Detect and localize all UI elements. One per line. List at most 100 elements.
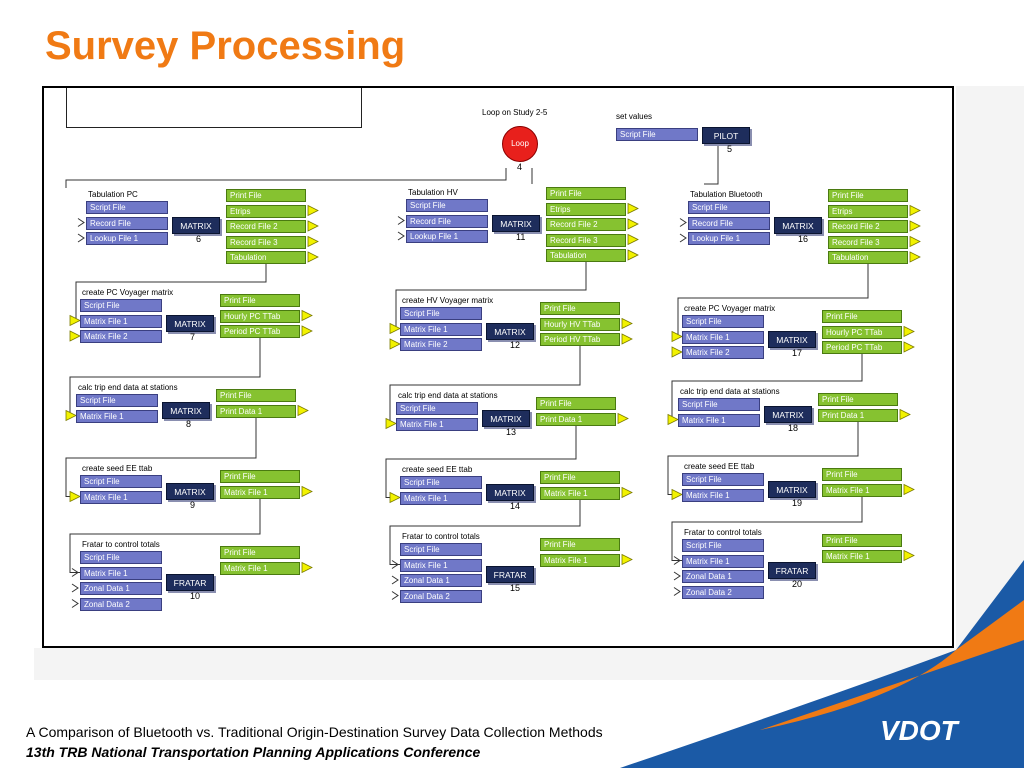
- step-input: Record File: [406, 214, 488, 228]
- step-caption: create seed EE ttab: [402, 465, 473, 474]
- step-caption: create seed EE ttab: [684, 462, 755, 471]
- step-input: Zonal Data 1: [80, 582, 162, 595]
- step-output: Print File: [822, 310, 902, 323]
- step-number: 7: [190, 331, 196, 342]
- step-output: Print File: [226, 189, 306, 202]
- output-connector: [301, 561, 313, 574]
- step-output: Print File: [822, 534, 902, 547]
- output-connector: [903, 549, 915, 562]
- step-caption: Tabulation Bluetooth: [690, 190, 763, 199]
- step-output: Record File 2: [226, 220, 306, 233]
- output-connector: [301, 309, 313, 322]
- step-input: Script File: [682, 315, 764, 328]
- step-output: Etrips: [828, 204, 908, 218]
- step-output: Record File 3: [546, 233, 626, 247]
- input-connector: [673, 571, 681, 581]
- step-input: Zonal Data 2: [400, 589, 482, 603]
- step-caption: Tabulation HV: [408, 188, 458, 197]
- step-output: Hourly PC TTab: [220, 309, 300, 323]
- step-output: Print File: [818, 393, 898, 406]
- step-input: Script File: [76, 394, 158, 407]
- output-connector: [307, 204, 319, 217]
- step-output: Hourly HV TTab: [540, 317, 620, 331]
- step-input: Script File: [396, 402, 478, 415]
- footer-subtitle: A Comparison of Bluetooth vs. Traditiona…: [26, 724, 603, 740]
- input-connector: [671, 488, 683, 501]
- step-caption: Fratar to control totals: [82, 540, 160, 549]
- step-output: Print File: [540, 471, 620, 484]
- output-connector: [621, 317, 633, 330]
- input-connector: [671, 330, 683, 343]
- input-connector: [69, 330, 81, 342]
- step-program: FRATAR: [166, 574, 214, 592]
- step-input: Lookup File 1: [406, 230, 488, 243]
- step-connector: [667, 421, 859, 495]
- step-number: 16: [798, 233, 809, 244]
- input-connector: [77, 233, 85, 243]
- step-output: Tabulation: [546, 249, 626, 262]
- output-connector: [909, 251, 921, 263]
- step-program: MATRIX: [768, 330, 816, 348]
- output-connector: [627, 202, 639, 215]
- step-program: MATRIX: [166, 482, 214, 500]
- input-connector: [397, 231, 405, 241]
- step-input: Matrix File 2: [80, 330, 162, 343]
- input-connector: [65, 409, 77, 422]
- footer-conference: 13th TRB National Transportation Plannin…: [26, 744, 481, 760]
- step-caption: Fratar to control totals: [402, 532, 480, 541]
- step-input: Script File: [688, 201, 770, 214]
- step-program: MATRIX: [486, 322, 534, 340]
- step-output: Tabulation: [226, 251, 306, 264]
- output-connector: [307, 251, 319, 263]
- step-input: Script File: [400, 543, 482, 556]
- input-connector: [69, 490, 81, 503]
- pilot-number: 5: [727, 144, 733, 154]
- input-connector: [671, 346, 683, 358]
- step-output: Matrix File 1: [822, 483, 902, 497]
- step-output: Print Data 1: [818, 408, 898, 422]
- input-connector: [673, 587, 681, 596]
- step-input: Matrix File 1: [80, 314, 162, 328]
- step-connector: [385, 425, 577, 498]
- step-program: MATRIX: [166, 314, 214, 332]
- step-caption: create HV Voyager matrix: [402, 296, 494, 305]
- step-caption: calc trip end data at stations: [78, 383, 178, 392]
- step-input: Matrix File 1: [80, 490, 162, 504]
- input-connector: [69, 314, 81, 327]
- step-input: Script File: [400, 307, 482, 320]
- step-output: Print File: [828, 189, 908, 202]
- output-connector: [301, 485, 313, 498]
- input-connector: [673, 556, 681, 565]
- output-connector: [617, 412, 629, 425]
- step-program: FRATAR: [768, 562, 816, 580]
- step-input: Matrix File 1: [400, 558, 482, 572]
- step-input: Zonal Data 1: [682, 570, 764, 583]
- set-values-caption: set values: [616, 112, 653, 121]
- output-connector: [909, 204, 921, 217]
- step-input: Matrix File 2: [400, 338, 482, 351]
- input-connector: [389, 338, 401, 350]
- pilot-to-col3: [704, 145, 719, 185]
- step-input: Matrix File 1: [682, 488, 764, 502]
- step-program: MATRIX: [162, 401, 210, 419]
- step-connector: [65, 417, 257, 497]
- loop-to-col1: [65, 168, 507, 188]
- connector-layer: [65, 145, 921, 608]
- step-input: Script File: [80, 551, 162, 564]
- step-number: 17: [792, 347, 803, 358]
- output-connector: [903, 483, 915, 496]
- step-output: Matrix File 1: [822, 549, 902, 563]
- step-input: Zonal Data 2: [682, 585, 764, 599]
- step-input: Matrix File 2: [682, 346, 764, 359]
- input-connector: [77, 218, 85, 227]
- output-connector: [621, 486, 633, 499]
- step-input: Record File: [86, 216, 168, 230]
- step-input: Script File: [80, 475, 162, 488]
- output-connector: [899, 408, 911, 421]
- input-connector: [71, 599, 79, 608]
- step-input: Record File: [688, 216, 770, 230]
- output-connector: [301, 325, 313, 337]
- step-program: MATRIX: [482, 409, 530, 427]
- loop-node: Loop: [502, 126, 538, 162]
- step-input: Matrix File 1: [682, 554, 764, 568]
